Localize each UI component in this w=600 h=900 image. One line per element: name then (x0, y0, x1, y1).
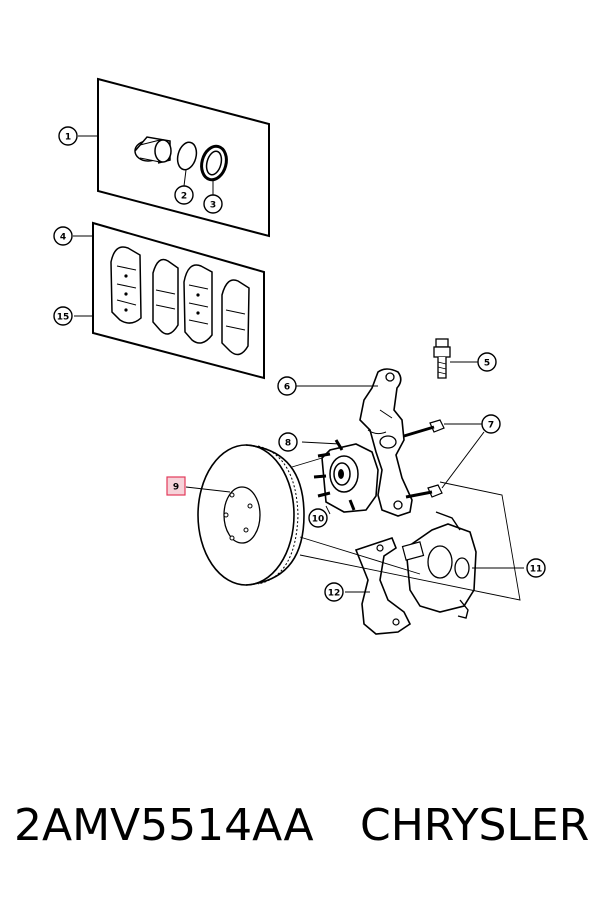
svg-text:9: 9 (173, 483, 179, 493)
callout-6[interactable]: 6 (277, 376, 297, 396)
brake-pad-backing-inner (221, 279, 250, 356)
caliper-bolts (403, 419, 485, 499)
svg-text:10: 10 (312, 515, 325, 525)
callout-7[interactable]: 7 (481, 414, 501, 434)
brake-pad-panel (73, 221, 265, 380)
hub-bearing (313, 439, 379, 513)
caliper-adapter (345, 537, 412, 635)
svg-text:15: 15 (57, 313, 70, 323)
piston-seal-kit-panel (78, 77, 270, 238)
svg-text:12: 12 (328, 589, 341, 599)
svg-text:8: 8 (285, 439, 291, 449)
svg-text:7: 7 (488, 421, 494, 431)
caliper-piston (134, 136, 172, 164)
callout-11[interactable]: 11 (526, 558, 546, 578)
brake-exploded-diagram: 1 2 3 4 15 5 6 7 8 9 10 11 (53, 77, 546, 635)
callout-2[interactable]: 2 (174, 185, 194, 205)
svg-text:2: 2 (181, 192, 187, 202)
callout-5[interactable]: 5 (477, 352, 497, 372)
caption: 2AMV5514AA CHRYSLER (0, 800, 600, 870)
brake-pad-outer (110, 246, 142, 324)
callout-1[interactable]: 1 (58, 126, 78, 146)
callout-4[interactable]: 4 (53, 226, 73, 246)
svg-text:11: 11 (530, 565, 543, 575)
callout-3[interactable]: 3 (203, 194, 223, 214)
brand-name: CHRYSLER (360, 800, 590, 851)
steering-knuckle (359, 368, 413, 517)
brake-caliper (401, 511, 524, 619)
part-number: 2AMV5514AA (14, 800, 314, 851)
callout-15[interactable]: 15 (53, 306, 73, 326)
brake-rotor (185, 444, 305, 586)
piston-seal (176, 141, 198, 171)
callout-9-highlighted[interactable]: 9 (166, 476, 186, 496)
svg-text:1: 1 (65, 133, 71, 143)
callout-10[interactable]: 10 (308, 508, 328, 528)
svg-text:4: 4 (60, 233, 66, 243)
svg-text:3: 3 (210, 201, 216, 211)
svg-text:5: 5 (484, 359, 490, 369)
bleeder-screw (433, 338, 478, 379)
piston-boot (200, 144, 228, 182)
brake-pad-inner (183, 264, 213, 344)
callout-8[interactable]: 8 (278, 432, 298, 452)
brake-pad-backing-outer (152, 258, 179, 335)
callout-12[interactable]: 12 (324, 582, 344, 602)
assembly-lines (291, 385, 521, 601)
svg-text:6: 6 (284, 383, 290, 393)
